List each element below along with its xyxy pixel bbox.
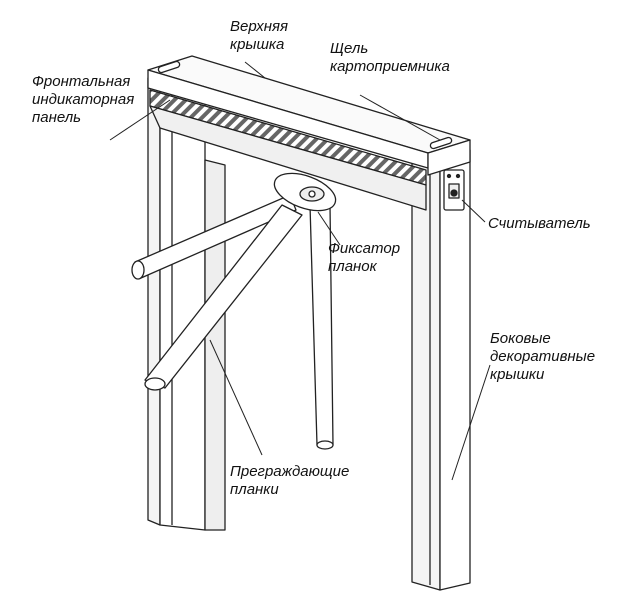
left-post — [147, 73, 226, 531]
label-bar-lock: Фиксатор планок — [328, 240, 401, 275]
label-side-covers: Боковые декоративные крышки — [490, 330, 596, 383]
label-top-cover: Верхняя крышка — [230, 18, 288, 53]
top-beam — [147, 55, 471, 211]
right-post — [411, 149, 471, 591]
label-barrier-bars: Преграждающие планки — [230, 463, 350, 498]
barrier-bars — [131, 194, 334, 450]
bar-lock — [273, 172, 337, 212]
label-card-slot: Щель картоприемника — [330, 40, 450, 75]
card-slot — [429, 136, 453, 150]
leader-lines — [109, 61, 491, 481]
label-reader: Считыватель — [488, 215, 591, 232]
label-front-panel: Фронтальная индикаторная панель — [32, 73, 135, 126]
card-slot-left — [157, 60, 181, 74]
reader — [443, 169, 465, 211]
